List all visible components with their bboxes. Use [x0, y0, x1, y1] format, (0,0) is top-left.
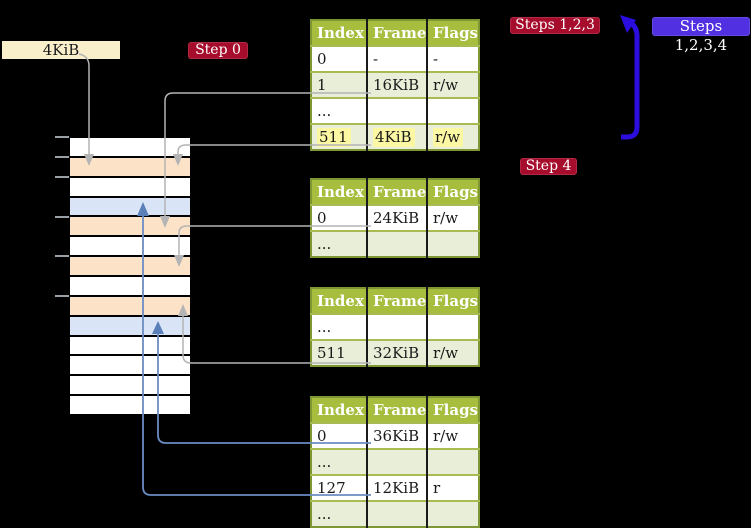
badge-step-0: Step 0 — [188, 42, 248, 59]
table-cell — [366, 500, 427, 527]
memory-frame-row-blue — [70, 316, 190, 337]
table-row: ... — [311, 500, 479, 527]
table-cell: 16KiB — [366, 71, 427, 98]
column-header-index: Index — [311, 288, 367, 314]
table-cell: - — [426, 45, 479, 72]
column-header-index: Index — [311, 179, 367, 205]
table-cell: 24KiB — [366, 204, 427, 231]
column-header-frame: Frame — [366, 397, 427, 423]
table-row: ... — [311, 230, 479, 257]
column-header-flags: Flags — [426, 288, 479, 314]
memory-frame-row-white — [70, 336, 190, 357]
address-tick — [55, 136, 69, 138]
table-cell: r/w — [426, 123, 479, 150]
table-cell — [426, 313, 479, 340]
memory-frame-row-white — [70, 237, 190, 258]
highlighted-value: 511 — [317, 128, 351, 147]
column-header-flags: Flags — [426, 397, 479, 423]
memory-frame-row-white — [70, 138, 190, 158]
column-header-frame: Frame — [366, 179, 427, 205]
memory-frame-row-blue — [70, 197, 190, 218]
table-cell: ... — [311, 97, 367, 124]
column-header-frame: Frame — [366, 20, 427, 46]
table-cell: ... — [311, 230, 367, 257]
column-header-index: Index — [311, 397, 367, 423]
address-tick — [55, 156, 69, 158]
table-cell: 127 — [311, 474, 367, 501]
frame-size-label: 4KiB — [2, 41, 120, 59]
table-cell: r/w — [426, 71, 479, 98]
table-cell: r — [426, 474, 479, 501]
table-cell — [426, 230, 479, 257]
table-row: ... — [311, 448, 479, 475]
badge-step-4: Step 4 — [520, 158, 577, 175]
memory-frame-row-white — [70, 396, 190, 417]
badge-steps-1-2-3: Steps 1,2,3 — [510, 17, 600, 34]
table-cell — [366, 97, 427, 124]
table-cell: 36KiB — [366, 422, 427, 449]
table-row: 511 4KiB r/w — [311, 123, 479, 150]
table-cell: 12KiB — [366, 474, 427, 501]
address-tick — [55, 255, 69, 257]
column-header-index: Index — [311, 20, 367, 46]
table-cell: r/w — [426, 204, 479, 231]
table-cell: 1 — [311, 71, 367, 98]
memory-frame-row-white — [70, 277, 190, 297]
column-header-frame: Frame — [366, 288, 427, 314]
table-cell: 511 — [311, 123, 367, 150]
table-cell — [426, 448, 479, 475]
memory-frame-row-white — [70, 177, 190, 198]
highlighted-value: 4KiB — [373, 128, 415, 147]
table-cell: 0 — [311, 422, 367, 449]
table-cell — [366, 230, 427, 257]
table-cell: 32KiB — [366, 339, 427, 366]
table-cell: ... — [311, 500, 367, 527]
memory-frame-row-white — [70, 376, 190, 397]
table-cell: r/w — [426, 422, 479, 449]
table-cell: - — [366, 45, 427, 72]
physical-memory-column — [70, 138, 190, 417]
badge-steps-1-2-3-4: Steps 1,2,3,4 — [652, 17, 750, 54]
table-row: ... — [311, 97, 479, 124]
table-cell: ... — [311, 313, 367, 340]
column-header-flags: Flags — [426, 179, 479, 205]
address-tick — [55, 295, 69, 297]
table-cell: 0 — [311, 204, 367, 231]
memory-frame-row-white — [70, 356, 190, 377]
memory-frame-row-peach — [70, 217, 190, 238]
memory-frame-row-peach — [70, 257, 190, 278]
table-cell: 511 — [311, 339, 367, 366]
table-cell — [426, 500, 479, 527]
memory-frame-row-peach — [70, 296, 190, 317]
address-tick — [55, 216, 69, 218]
table-cell — [426, 97, 479, 124]
memory-frame-row-peach — [70, 157, 190, 178]
table-cell: 0 — [311, 45, 367, 72]
column-header-flags: Flags — [426, 20, 479, 46]
table-cell — [366, 313, 427, 340]
table-cell — [366, 448, 427, 475]
table-row: 0-- — [311, 45, 479, 72]
table-cell: r/w — [426, 339, 479, 366]
table-cell: ... — [311, 448, 367, 475]
table-row: ... — [311, 313, 479, 340]
highlighted-value: r/w — [433, 128, 464, 147]
arrow-steps-loop — [620, 15, 640, 140]
table-cell: 4KiB — [366, 123, 427, 150]
address-tick — [55, 176, 69, 178]
